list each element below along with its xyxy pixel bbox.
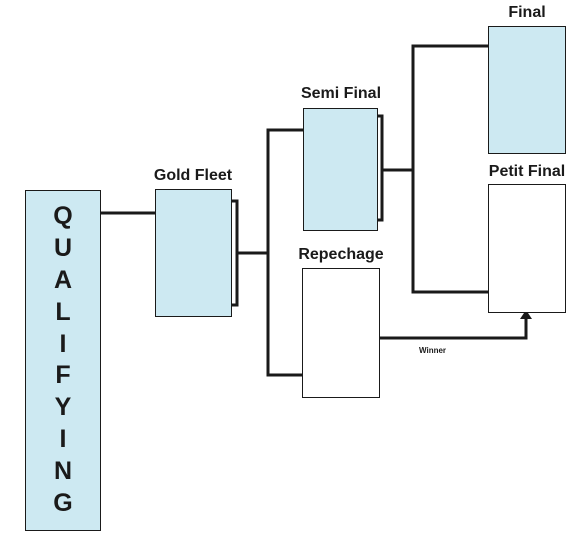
gold-fleet-box xyxy=(155,189,232,317)
petit-final-box xyxy=(488,184,566,313)
gold-fleet-label: Gold Fleet xyxy=(153,167,233,184)
final-box xyxy=(488,26,566,154)
winner-arrowhead xyxy=(520,310,532,319)
qualifying-letter: I xyxy=(59,329,67,358)
qualifying-letter: U xyxy=(53,233,73,262)
qualifying-letter: I xyxy=(59,425,67,454)
semi-final-box xyxy=(303,108,378,231)
connector-repechage-winner xyxy=(378,314,528,340)
repechage-label: Repechage xyxy=(298,246,384,263)
winner-label: Winner xyxy=(419,346,447,355)
petit-final-label: Petit Final xyxy=(488,163,566,180)
qualifying-letter: Y xyxy=(54,393,72,422)
final-label: Final xyxy=(508,4,546,21)
qualifying-letter: N xyxy=(53,457,73,485)
repechage-box xyxy=(302,268,380,398)
qualifying-letter: F xyxy=(55,361,71,390)
qualifying-letter: G xyxy=(53,488,73,517)
qualifying-letter: A xyxy=(53,265,73,294)
semi-final-label: Semi Final xyxy=(300,85,382,102)
qualifying-box xyxy=(25,190,101,531)
qualifying-letter: L xyxy=(55,297,71,326)
connector-semifinal-bracket xyxy=(376,114,384,222)
qualifying-letter: Q xyxy=(53,202,73,230)
